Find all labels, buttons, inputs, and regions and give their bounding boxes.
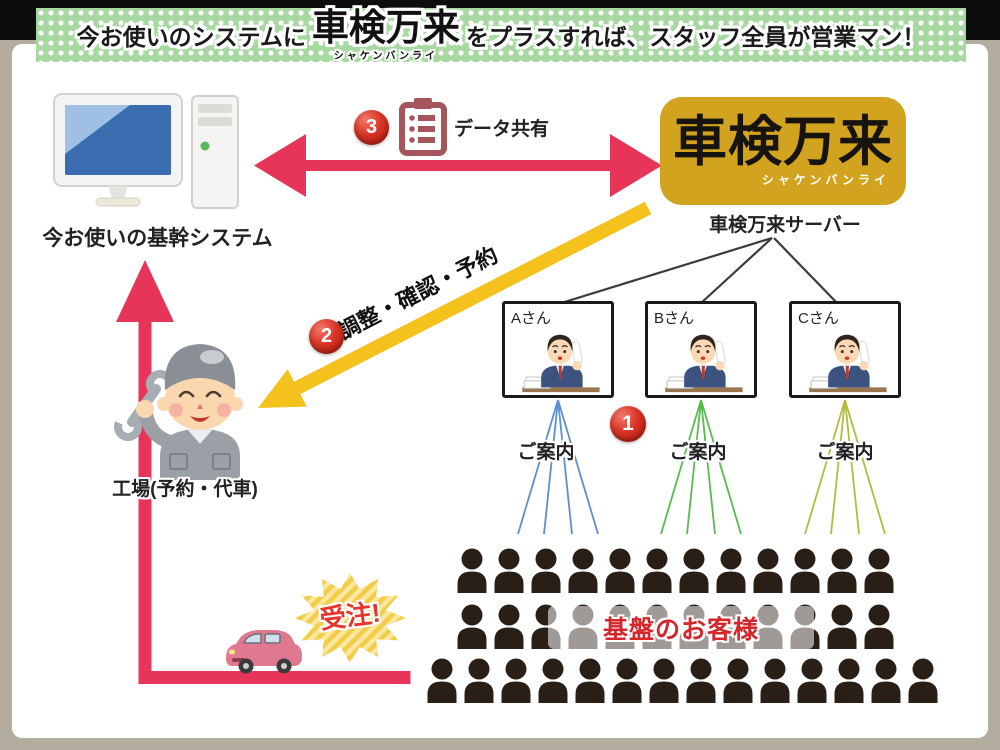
person-silhouette-icon [501,658,531,703]
person-silhouette-icon [531,548,561,593]
phone-operator-icon [809,334,887,393]
product-logo-title: 車検万来 [673,111,893,172]
adjust-arrow [258,201,652,408]
step-3-badge: 3 [354,110,389,145]
guide-label-b: ご案内 [669,442,727,463]
data-share-double-arrow [254,134,662,197]
person-silhouette-icon [908,658,938,703]
banner-product-ruby: シャケンバンライ [333,50,438,62]
person-silhouette-icon [679,548,709,593]
person-silhouette-icon [723,658,753,703]
order-burst [294,573,406,663]
banner-product-name: 車検万来 シャケンバンライ [312,9,460,62]
person-silhouette-icon [834,658,864,703]
server-to-staff-lines [557,236,839,306]
staff-c-name: Cさん [798,310,839,327]
person-silhouette-icon [494,604,524,649]
person-silhouette-icon [716,548,746,593]
car-icon [226,630,302,674]
person-silhouette-icon [605,548,635,593]
person-silhouette-icon [642,548,672,593]
person-silhouette-icon [864,604,894,649]
banner-prefix: 今お使いのシステムに [76,24,306,50]
crowd-row-3 [426,658,939,703]
person-silhouette-icon [457,604,487,649]
mechanic-icon [114,344,243,480]
person-silhouette-icon [871,658,901,703]
clipboard-list-icon [399,98,447,156]
server-label: 車検万来サーバー [709,215,861,236]
guide-label-a: ご案内 [517,442,575,463]
customers-label: 基盤のお客様 [602,615,759,644]
step-1-badge: 1 [610,406,646,442]
person-silhouette-icon [612,658,642,703]
guide-label-c: ご案内 [816,442,874,463]
person-silhouette-icon [790,548,820,593]
factory-label: 工場(予約・代車) [112,479,258,500]
person-silhouette-icon [827,548,857,593]
person-silhouette-icon [753,548,783,593]
crowd-row-1 [456,548,895,593]
person-silhouette-icon [457,548,487,593]
phone-operator-icon [522,334,600,393]
person-silhouette-icon [760,658,790,703]
product-logo-ruby: シャケンバンライ [761,172,890,187]
product-logo: 車検万来 シャケンバンライ [660,97,906,205]
customers-label-box: 基盤のお客様 [548,606,814,649]
banner-suffix: をプラスすれば、スタッフ全員が営業マン！ [465,24,926,50]
person-silhouette-icon [686,658,716,703]
step-3-number: 3 [365,116,378,138]
step-2-badge: 2 [309,319,344,354]
data-share-label: データ共有 [454,119,550,140]
person-silhouette-icon [797,658,827,703]
person-silhouette-icon [649,658,679,703]
guide-lines-c [804,399,886,535]
desktop-computer-icon [53,93,239,209]
person-silhouette-icon [864,548,894,593]
person-silhouette-icon [827,604,857,649]
person-silhouette-icon [427,658,457,703]
guide-lines-b [660,399,742,535]
staff-box-b: Bさん [645,301,757,398]
step-1-number: 1 [622,412,634,435]
person-silhouette-icon [575,658,605,703]
staff-a-name: Aさん [511,310,552,327]
person-silhouette-icon [568,548,598,593]
person-silhouette-icon [464,658,494,703]
banner-product-main: 車検万来 [311,6,460,48]
phone-operator-icon [665,334,743,393]
guide-lines-a [517,399,599,535]
legacy-system-label: 今お使いの基幹システム [42,227,273,250]
step-2-number: 2 [320,325,333,347]
staff-b-name: Bさん [654,310,695,327]
person-silhouette-icon [538,658,568,703]
headline-banner: 今お使いのシステムに 車検万来 シャケンバンライ をプラスすれば、スタッフ全員が… [36,8,966,62]
person-silhouette-icon [494,548,524,593]
staff-box-c: Cさん [789,301,901,398]
staff-box-a: Aさん [502,301,614,398]
